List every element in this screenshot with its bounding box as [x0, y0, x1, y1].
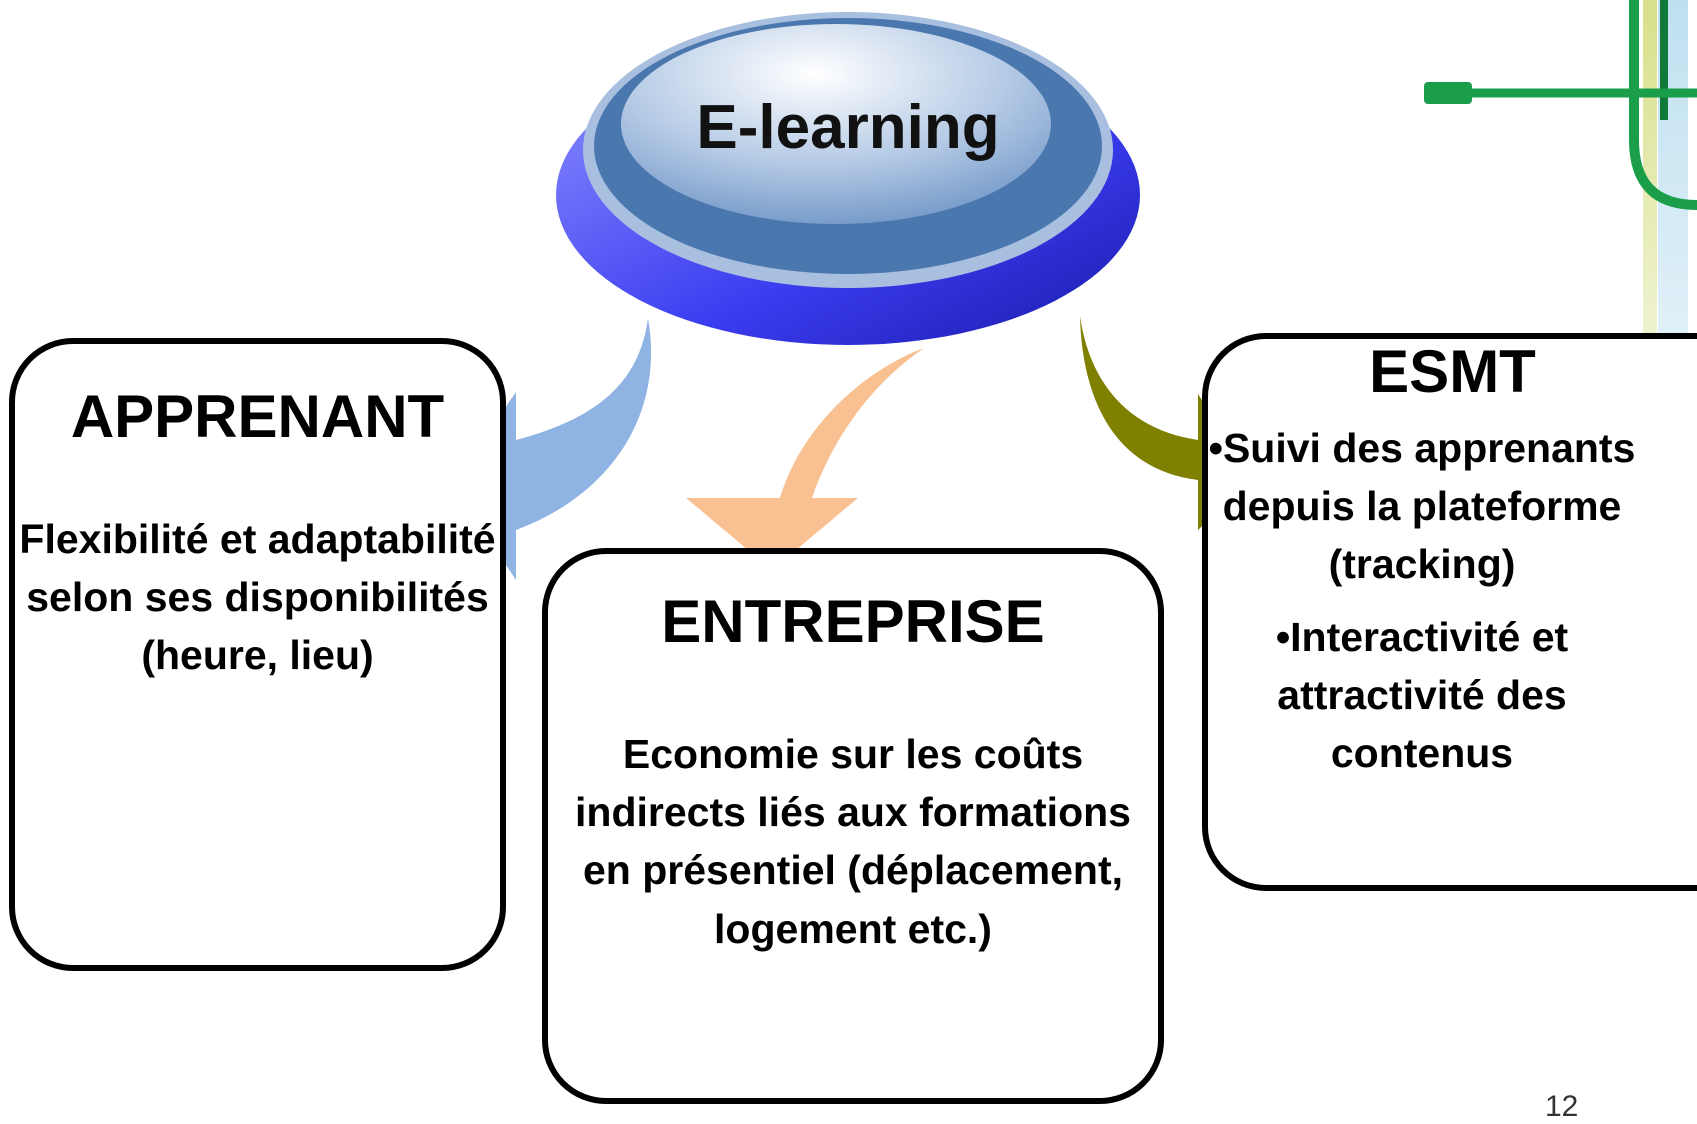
- decor-green-curve: [1629, 0, 1697, 210]
- decor-stripe-darkgreen: [1660, 0, 1668, 120]
- apprenant-box: APPRENANT Flexibilité et adaptabilité se…: [9, 338, 506, 971]
- entreprise-text: Economie sur les coûts indirects liés au…: [575, 731, 1131, 952]
- decor-plug-icon: [1424, 82, 1472, 104]
- arrow-to-entreprise: [686, 348, 924, 570]
- esmt-title: ESMT: [1369, 338, 1536, 405]
- page-number: 12: [1545, 1090, 1579, 1123]
- entreprise-title: ENTREPRISE: [661, 588, 1045, 655]
- esmt-box: ESMT •Suivi des apprenants depuis la pla…: [1202, 333, 1697, 891]
- apprenant-title: APPRENANT: [70, 383, 445, 450]
- apprenant-text: Flexibilité et adaptabilité selon ses di…: [19, 516, 496, 679]
- esmt-bullet: •Interactivité et attractivité des conte…: [1275, 613, 1569, 777]
- elearning-label: E-learning: [696, 93, 1000, 162]
- entreprise-box: ENTREPRISE Economie sur les coûts indire…: [542, 548, 1164, 1104]
- button-face: [621, 24, 1051, 224]
- esmt-bullet: •Suivi des apprenants depuis la platefor…: [1208, 425, 1636, 588]
